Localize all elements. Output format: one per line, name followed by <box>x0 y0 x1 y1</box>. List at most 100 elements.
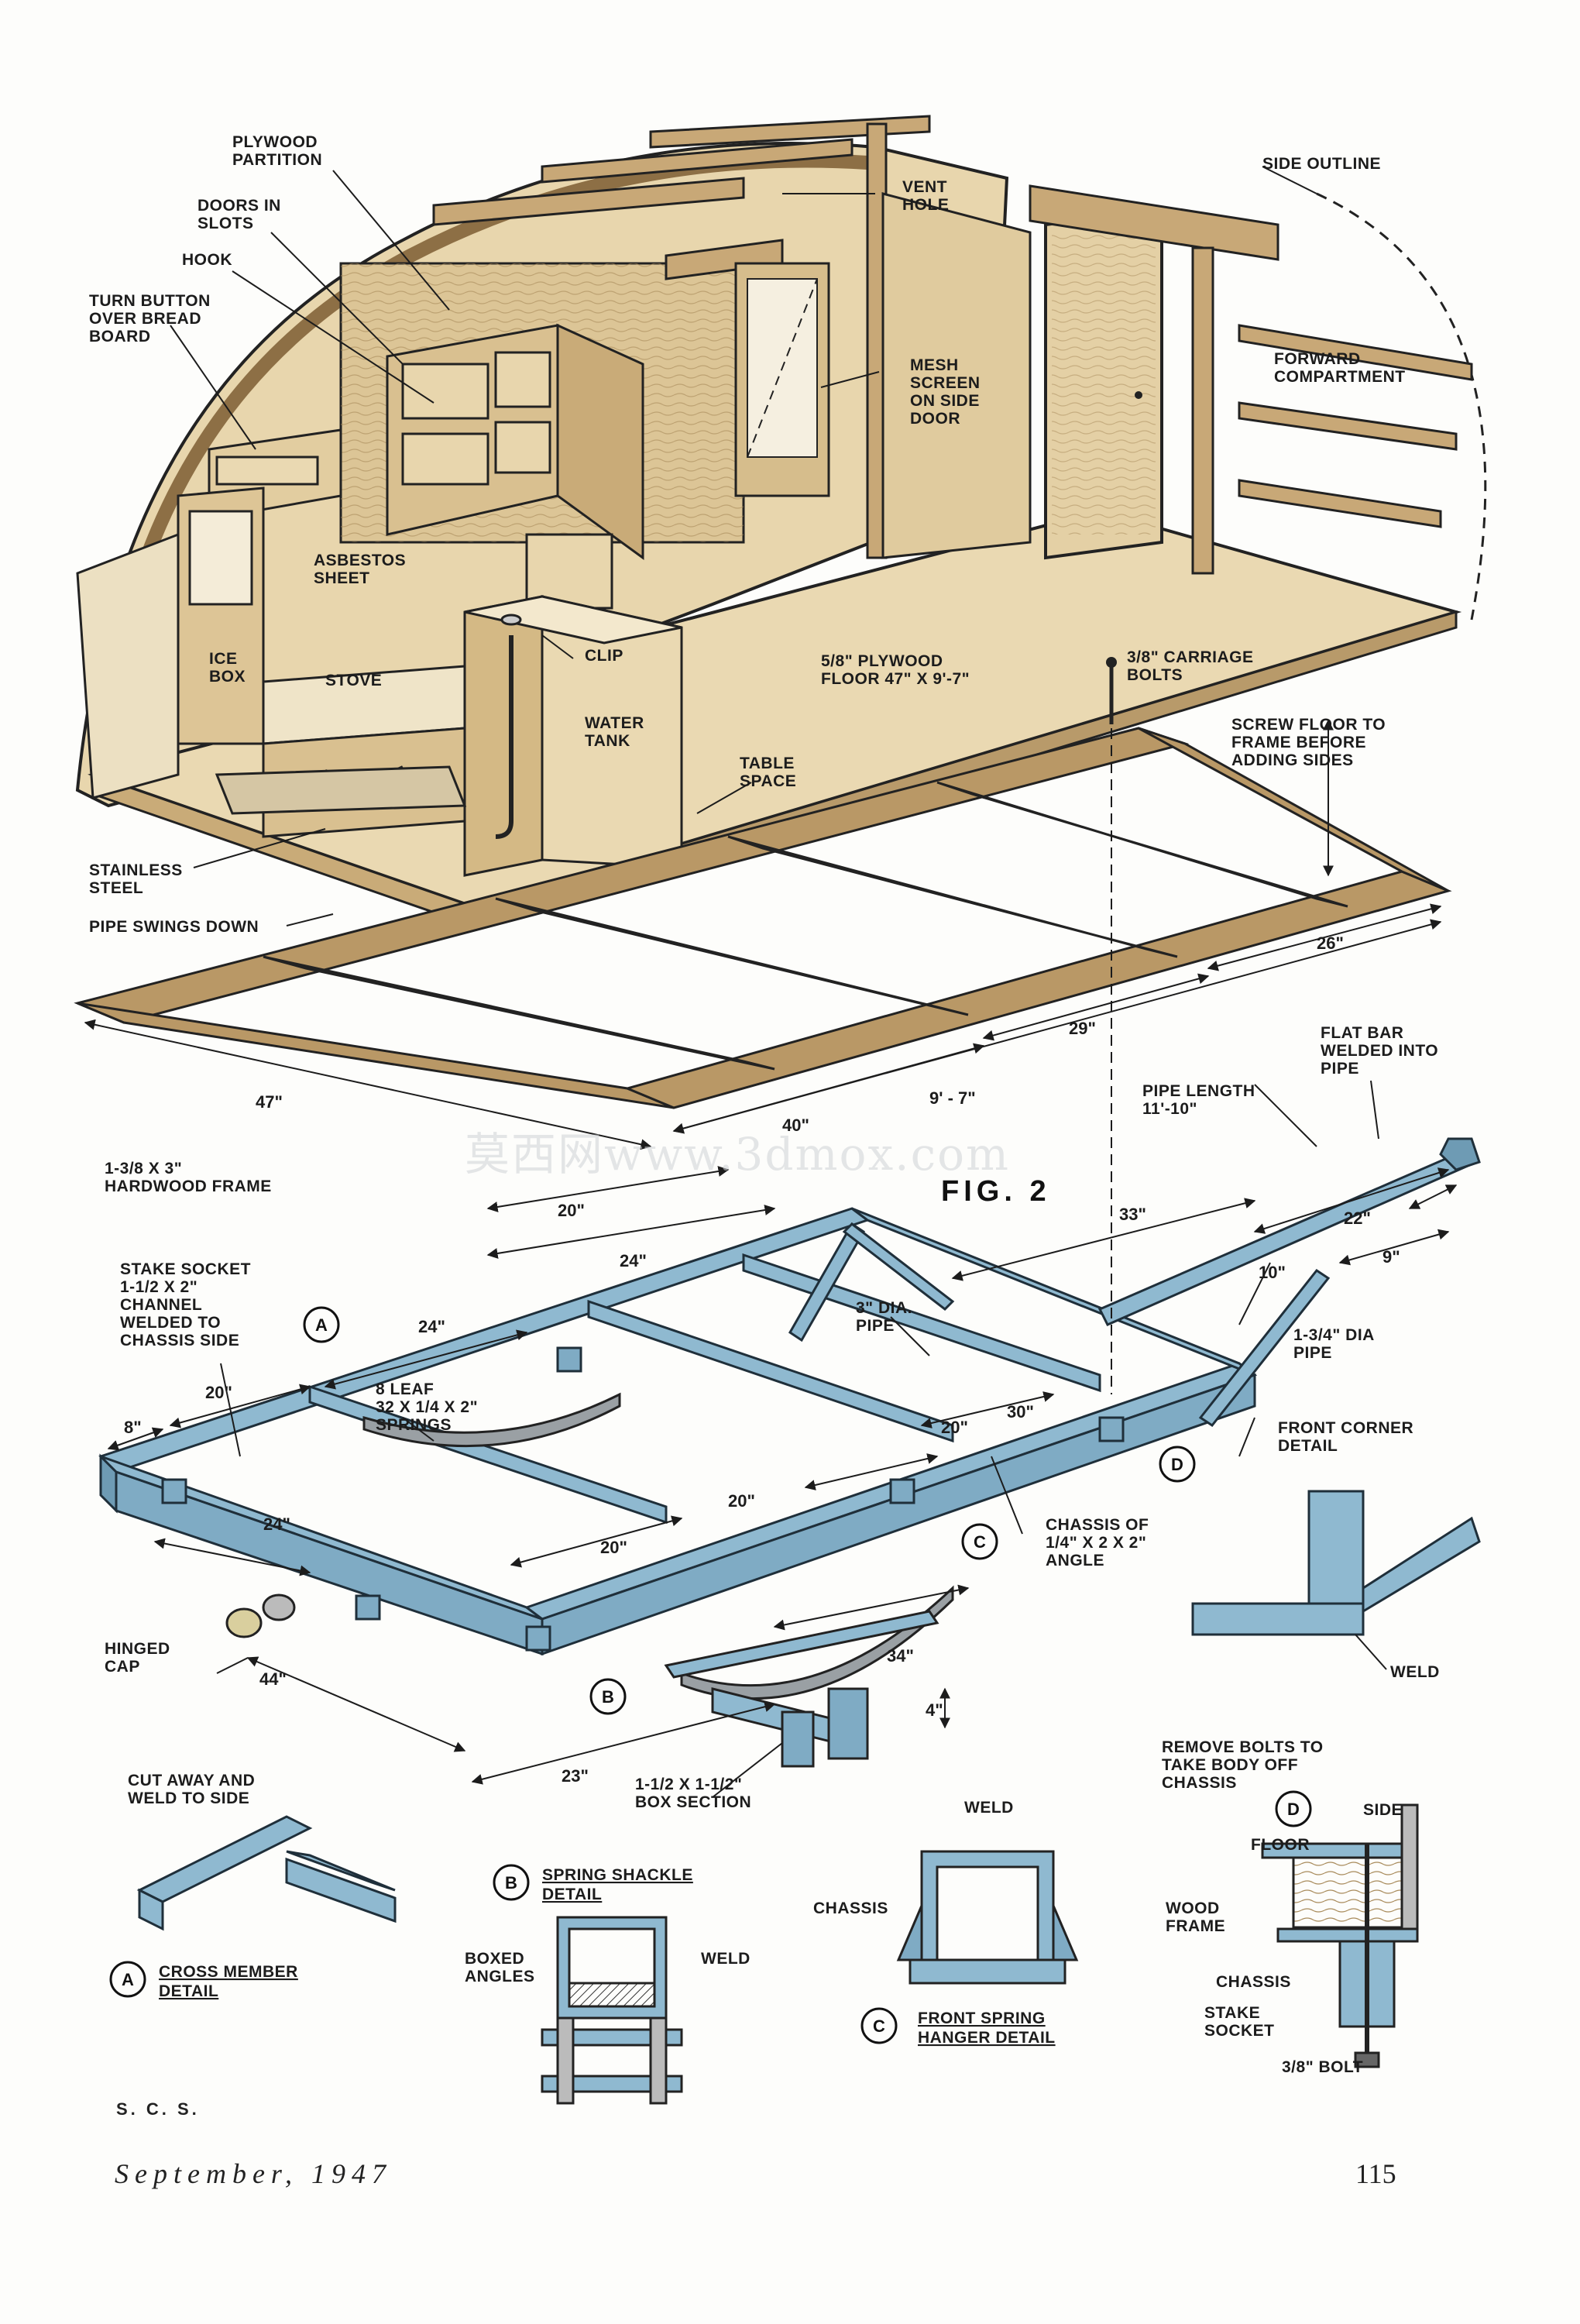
detail-a-drawing <box>136 1815 397 1931</box>
cdim-22: 22" <box>1344 1208 1371 1228</box>
leader-lines <box>170 166 1387 1798</box>
svg-text:B: B <box>505 1873 517 1893</box>
dim-24: 24" <box>620 1251 647 1270</box>
svg-text:D: D <box>1171 1455 1183 1474</box>
svg-text:A: A <box>122 1970 134 1989</box>
cdim-24b: 24" <box>263 1514 290 1534</box>
cdim-9: 9" <box>1382 1247 1400 1267</box>
callout-c-top: C <box>961 1523 998 1560</box>
svg-text:A: A <box>315 1315 328 1335</box>
dim-26: 26" <box>1317 933 1344 953</box>
detail-d-bolt: 3/8" BOLT <box>1282 2058 1363 2076</box>
trailer-body <box>75 115 1487 928</box>
cdim-10: 10" <box>1259 1263 1286 1282</box>
cdim-20b: 20" <box>941 1418 968 1437</box>
label-box-section: 1-1/2 X 1-1/2"BOX SECTION <box>635 1776 751 1811</box>
roof-slats <box>432 115 931 280</box>
forward-compartment-frame <box>1029 184 1473 575</box>
watermark: 莫西网www.3dmox.com <box>465 1128 1010 1181</box>
water-tank <box>463 595 683 877</box>
cdim-4: 4" <box>926 1700 943 1720</box>
detail-c-weld: WELD <box>964 1799 1014 1817</box>
cdim-20a: 20" <box>205 1383 232 1402</box>
callout-b-top: B <box>589 1678 627 1715</box>
label-stove: STOVE <box>325 672 382 689</box>
ice-box <box>76 486 265 799</box>
artist-initials: S. C. S. <box>116 2099 200 2119</box>
side-outline-curve <box>1316 192 1487 621</box>
cdim-23: 23" <box>562 1766 589 1786</box>
cdim-34: 34" <box>887 1646 914 1666</box>
callout-d-detail: D <box>1275 1790 1312 1827</box>
cdim-30: 30" <box>1007 1402 1034 1422</box>
svg-text:C: C <box>873 2016 885 2036</box>
label-weld-corner: WELD <box>1390 1663 1440 1681</box>
cdim-44: 44" <box>259 1669 287 1689</box>
detail-c-chassis: CHASSIS <box>813 1899 888 1917</box>
cdim-20d: 20" <box>600 1538 627 1557</box>
detail-c-drawing <box>896 1850 1079 1985</box>
detail-d-drawing <box>1261 1803 1419 2068</box>
svg-text:D: D <box>1287 1800 1300 1819</box>
svg-text:B: B <box>602 1687 614 1707</box>
detail-b-drawing <box>541 1916 683 2105</box>
label-hardwood-frame: 1-3/8 X 3"HARDWOOD FRAME <box>105 1160 272 1195</box>
front-corner-detail-drawing <box>1191 1490 1481 1636</box>
detail-b-weld: WELD <box>701 1950 750 1968</box>
steel-chassis <box>98 1137 1481 1656</box>
cdim-20c: 20" <box>728 1491 755 1511</box>
label-hook: HOOK <box>182 251 232 269</box>
page-number: 115 <box>1355 2158 1396 2189</box>
label-pipe-swings-down: PIPE SWINGS DOWN <box>89 918 259 936</box>
label-side-outline: SIDE OUTLINE <box>1262 155 1381 173</box>
figure-title: FIG. 2 <box>941 1175 1051 1208</box>
callout-c-detail: C <box>860 2007 898 2044</box>
footer-date: September, 1947 <box>115 2158 392 2189</box>
stainless-step <box>215 765 467 815</box>
galley-cabinets <box>208 323 644 610</box>
detail-d-chassis: CHASSIS <box>1216 1973 1291 1991</box>
leaf-springs <box>362 1392 954 1700</box>
label-3in-pipe: 3" DIA.PIPE <box>856 1299 912 1335</box>
callout-a-top: A <box>303 1306 340 1343</box>
svg-text:C: C <box>974 1532 986 1552</box>
callout-a-detail: A <box>109 1961 146 1998</box>
dim-9-7: 9' - 7" <box>929 1088 976 1108</box>
cdim-33: 33" <box>1119 1205 1146 1224</box>
dim-40: 40" <box>782 1116 809 1135</box>
detail-d-side: SIDE <box>1363 1801 1403 1819</box>
dim-29: 29" <box>1069 1019 1096 1038</box>
dimension-lines <box>84 719 1458 1785</box>
label-clip: CLIP <box>585 647 623 665</box>
